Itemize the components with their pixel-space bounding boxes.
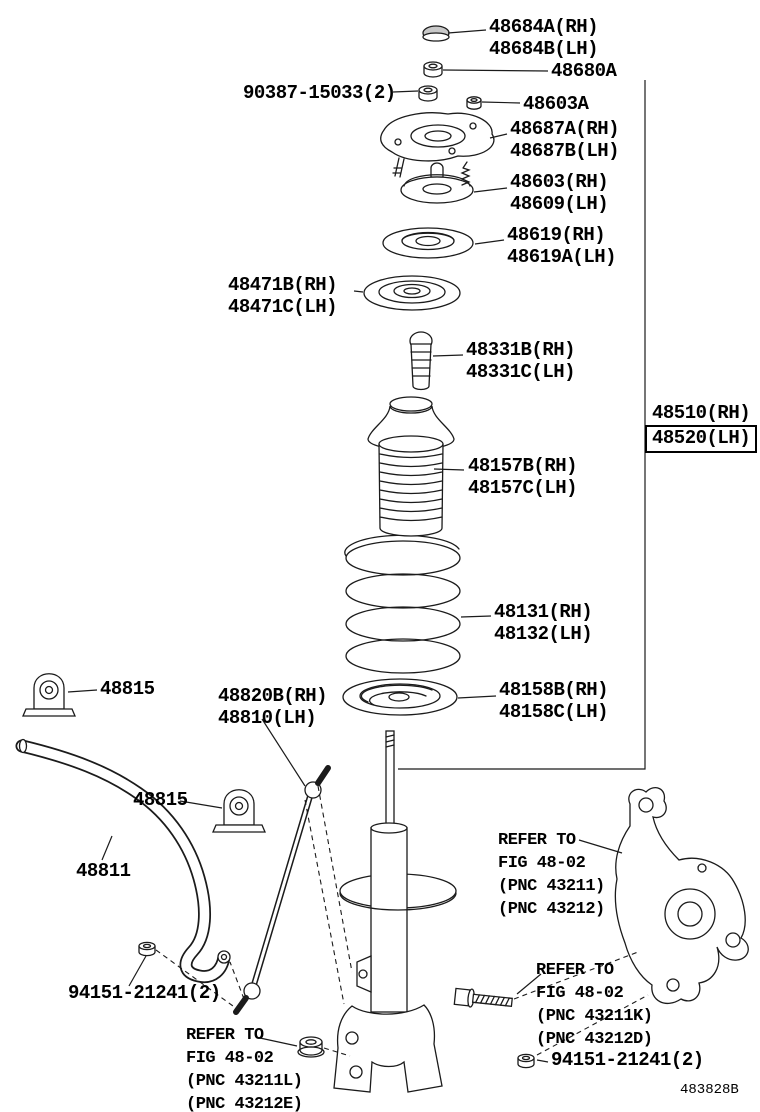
part-label-48811[interactable]: 48811	[76, 860, 131, 882]
refer-note-line: (PNC 43212E)	[186, 1095, 303, 1112]
support-nut	[423, 61, 443, 78]
dust-boot	[367, 396, 455, 537]
part-number-line: 94151-21241(2)	[68, 982, 221, 1004]
part-label-48810[interactable]: 48820B(RH) 48810(LH)	[218, 685, 328, 729]
refer-note-line: FIG 48-02	[186, 1049, 274, 1068]
part-number-line: 48687A(RH)	[510, 118, 620, 140]
part-number-line: 48471B(RH)	[228, 274, 338, 296]
refer-note-line: FIG 48-02	[498, 854, 586, 873]
refer-note-line: FIG 48-02	[536, 984, 624, 1003]
part-label-48510-48520[interactable]: 48510(RH) 48520(LH)	[645, 402, 758, 453]
part-number-line: 48603(RH)	[510, 171, 609, 193]
part-number-line: 48157C(LH)	[468, 477, 578, 499]
strut-bearing	[382, 227, 474, 259]
suspension-support	[380, 112, 495, 178]
part-label-48158[interactable]: 48158B(RH) 48158C(LH)	[499, 679, 609, 723]
alignment-lines	[155, 785, 649, 1057]
figure-code: 483828B	[680, 1082, 739, 1098]
lock-nut	[418, 85, 438, 102]
part-label-48619[interactable]: 48619(RH) 48619A(LH)	[507, 224, 617, 268]
part-number-line: 48471C(LH)	[228, 296, 338, 318]
part-number-line: 48680A	[551, 60, 617, 82]
support-cap	[422, 25, 450, 42]
refer-note-line: REFER TO	[186, 1026, 264, 1045]
part-label-48684[interactable]: 48684A(RH) 48684B(LH)	[489, 16, 599, 60]
part-number-line: 48684A(RH)	[489, 16, 599, 38]
part-number-line: 48132(LH)	[494, 623, 593, 645]
upper-spring-seat	[363, 275, 461, 311]
part-number-line: 48510(RH)	[652, 402, 751, 424]
leader-lines	[67, 29, 623, 1063]
part-number-line: 94151-21241(2)	[551, 1049, 704, 1071]
refer-note-line: REFER TO	[498, 831, 576, 850]
part-label-48815-a[interactable]: 48815	[100, 678, 155, 700]
part-number-line: 48331B(RH)	[466, 339, 576, 361]
part-number-line: 48603A	[523, 93, 589, 115]
refer-note-line: (PNC 43211)	[498, 877, 605, 896]
part-label-48603[interactable]: 48603(RH) 48609(LH)	[510, 171, 609, 215]
knuckle-bolt	[453, 987, 513, 1008]
part-number-line: 48684B(LH)	[489, 38, 599, 60]
link-nut-right	[517, 1053, 535, 1069]
refer-note-line: (PNC 43211L)	[186, 1072, 303, 1091]
part-label-90387[interactable]: 90387-15033(2)	[243, 82, 396, 104]
part-number-line: 90387-15033(2)	[243, 82, 396, 104]
bracket-flange-nut	[297, 1036, 325, 1058]
part-number-line: 48815	[100, 678, 155, 700]
refer-note-line: (PNC 43212)	[498, 900, 605, 919]
mount-nut	[466, 96, 482, 110]
part-number-line: 48687B(LH)	[510, 140, 620, 162]
part-number-line: 48815	[133, 789, 188, 811]
lower-spring-seat	[342, 678, 458, 716]
part-number-line: 48157B(RH)	[468, 455, 578, 477]
part-label-48471[interactable]: 48471B(RH) 48471C(LH)	[228, 274, 338, 318]
stabilizer-bar	[15, 738, 231, 984]
assembly-bracket-line	[398, 80, 646, 770]
bump-stopper	[409, 331, 433, 391]
part-label-48680a[interactable]: 48680A	[551, 60, 617, 82]
part-number-line: 48609(LH)	[510, 193, 609, 215]
shock-absorber-strut	[333, 730, 457, 1093]
part-number-line: 48811	[76, 860, 131, 882]
refer-note-bracket-nut: REFER TO FIG 48-02 (PNC 43211L) (PNC 432…	[186, 1024, 303, 1112]
part-label-48687[interactable]: 48687A(RH) 48687B(LH)	[510, 118, 620, 162]
link-nut-left	[138, 941, 156, 957]
part-number-line: 48158C(LH)	[499, 701, 609, 723]
part-number-line: 48619A(LH)	[507, 246, 617, 268]
part-number-line: 48810(LH)	[218, 707, 317, 729]
part-number-line: 48131(RH)	[494, 601, 593, 623]
part-number-line: 48820B(RH)	[218, 685, 328, 707]
refer-note-knuckle-bolt: REFER TO FIG 48-02 (PNC 43211K) (PNC 432…	[536, 959, 653, 1051]
refer-note-line: REFER TO	[536, 961, 614, 980]
part-number-line: 48619(RH)	[507, 224, 606, 246]
strut-mount	[400, 161, 474, 204]
part-number-line: 48331C(LH)	[466, 361, 576, 383]
part-label-94151-right[interactable]: 94151-21241(2)	[551, 1049, 704, 1071]
part-label-94151-left[interactable]: 94151-21241(2)	[68, 982, 221, 1004]
refer-note-line: (PNC 43211K)	[536, 1007, 653, 1026]
selected-part-number[interactable]: 48520(LH)	[645, 425, 758, 453]
refer-note-line: (PNC 43212D)	[536, 1030, 653, 1049]
stabilizer-link	[233, 765, 331, 1015]
part-number-line: 48158B(RH)	[499, 679, 609, 701]
stabilizer-bushing-b	[212, 789, 266, 833]
part-label-48815-b[interactable]: 48815	[133, 789, 188, 811]
stabilizer-bushing-a	[22, 673, 76, 717]
part-label-48603a[interactable]: 48603A	[523, 93, 589, 115]
part-label-48157[interactable]: 48157B(RH) 48157C(LH)	[468, 455, 578, 499]
coil-spring	[344, 534, 461, 674]
steering-knuckle	[614, 787, 749, 1004]
part-label-48131[interactable]: 48131(RH) 48132(LH)	[494, 601, 593, 645]
part-label-48331[interactable]: 48331B(RH) 48331C(LH)	[466, 339, 576, 383]
refer-note-knuckle: REFER TO FIG 48-02 (PNC 43211) (PNC 4321…	[498, 829, 605, 921]
